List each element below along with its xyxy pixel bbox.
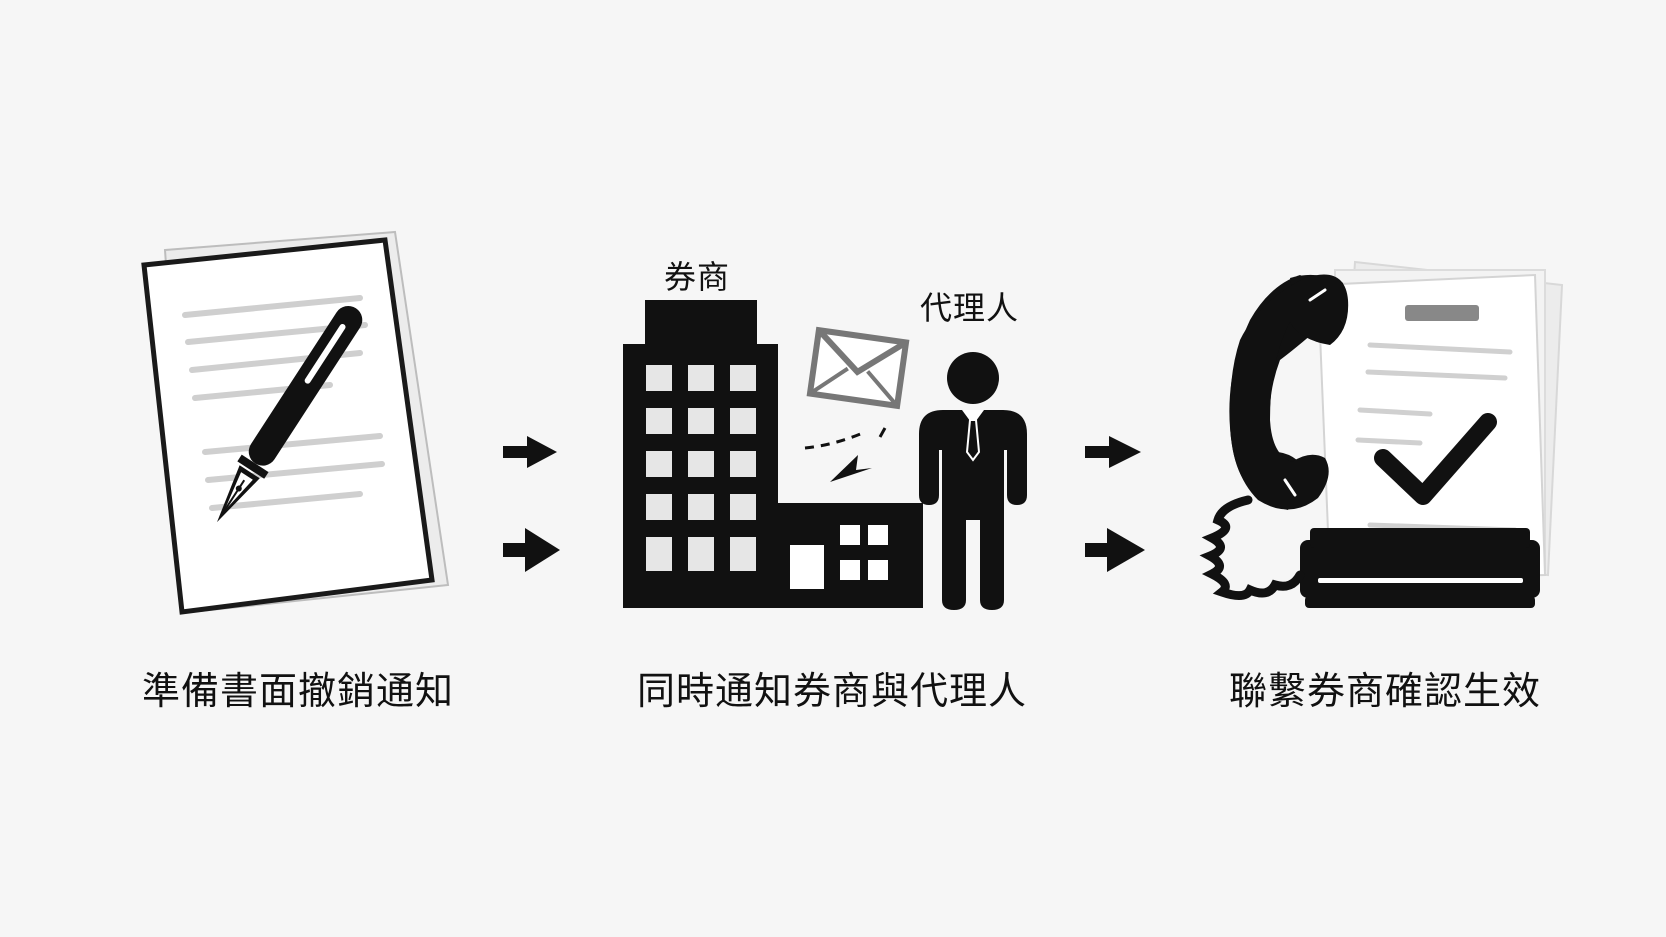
- step-3-label: 聯繫券商確認生效: [1228, 669, 1542, 713]
- stacked-documents-icon: [1316, 260, 1564, 582]
- arrow-icon-step1-to-step2: [503, 436, 560, 572]
- step-1-label: 準備書面撤銷通知: [141, 669, 455, 713]
- checkmark-icon: [1374, 413, 1497, 505]
- envelope-icon: [806, 326, 910, 410]
- step-2-label: 同時通知券商與代理人: [636, 669, 1028, 713]
- fax-base-icon: [1300, 528, 1540, 608]
- fountain-pen-icon: [217, 305, 363, 523]
- office-building-icon: [623, 300, 923, 608]
- arrow-icon-step2-to-step3: [1085, 436, 1145, 572]
- document-icon: [141, 230, 450, 615]
- agent-callout-label: 代理人: [920, 289, 1020, 327]
- agent-person-icon: [919, 352, 1027, 610]
- document-text-lines: [182, 295, 385, 511]
- telephone-handset-icon: [1199, 274, 1349, 600]
- paper-plane-icon: [804, 427, 887, 482]
- broker-callout-label: 券商: [664, 258, 731, 296]
